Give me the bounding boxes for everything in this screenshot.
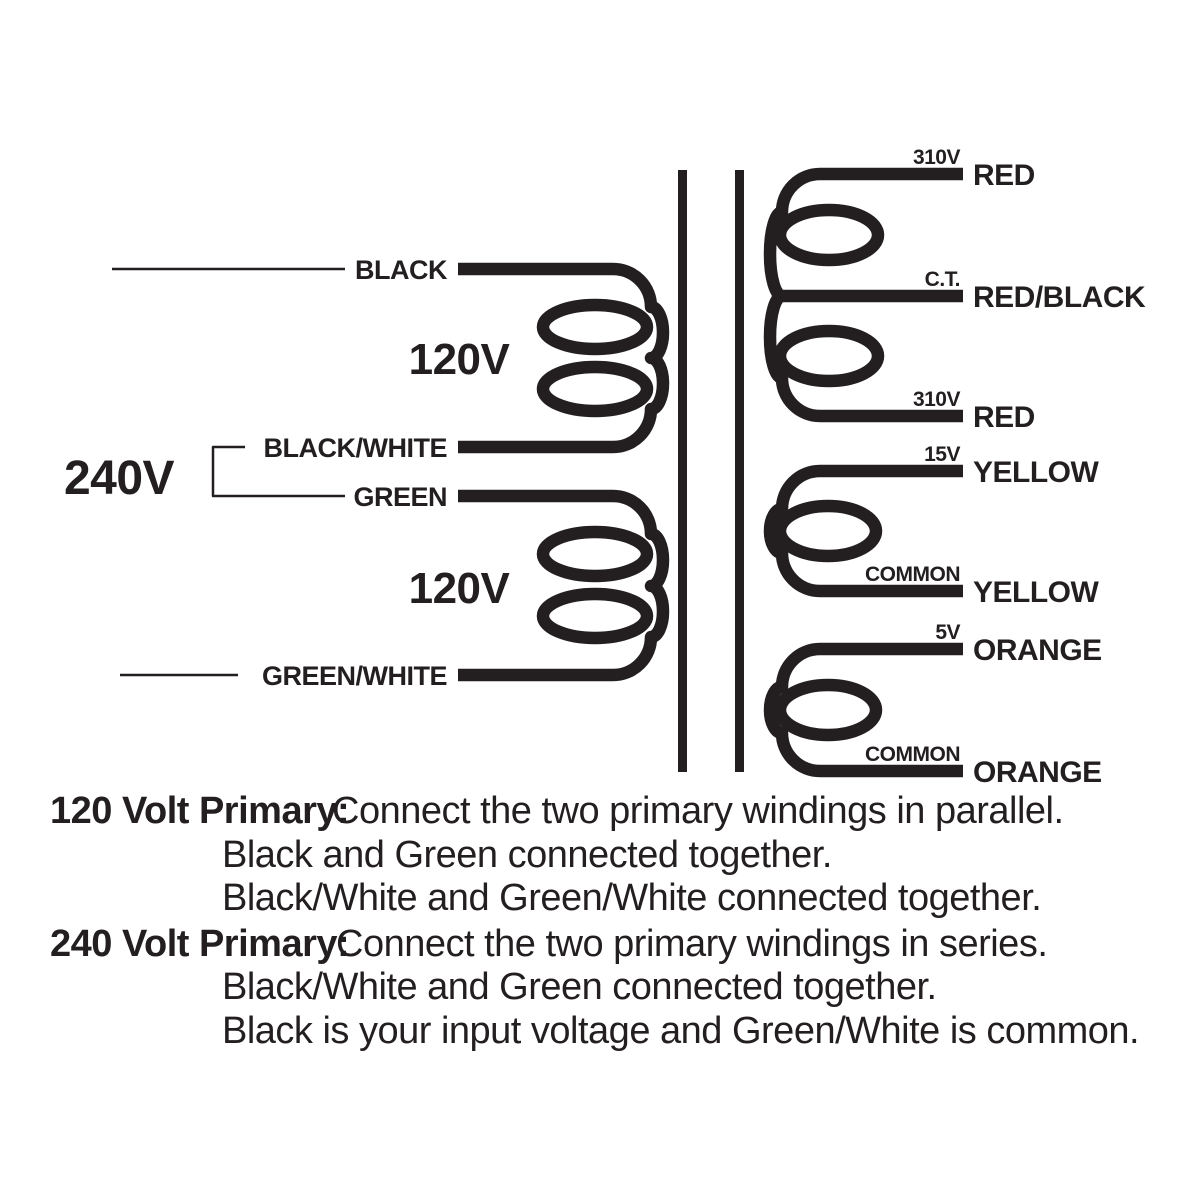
bracket-240v bbox=[211, 445, 345, 498]
note-240v-instruction: Connect the two primary windings in seri… bbox=[336, 923, 1047, 965]
note-120v-instruction: Connect the two primary windings in para… bbox=[332, 790, 1064, 832]
secondary-winding-1-loop-top bbox=[773, 203, 885, 267]
primary-winding-2-loop-bottom bbox=[536, 587, 654, 645]
note-120v-detail-1: Black and Green connected together. bbox=[222, 834, 832, 876]
note-240v-detail-2: Black is your input voltage and Green/Wh… bbox=[222, 1010, 1139, 1052]
primary-winding-2-coil bbox=[458, 489, 670, 682]
note-120v-detail-2: Black/White and Green/White connected to… bbox=[222, 877, 1041, 919]
primary-winding-1-coil bbox=[458, 262, 670, 454]
wire-red-black-label: RED/BLACK bbox=[973, 281, 1146, 314]
green-white-wire-label: GREEN/WHITE bbox=[262, 661, 447, 691]
primary-winding-2-loop-top bbox=[536, 525, 654, 583]
tap-310v-bottom-label: 310V bbox=[913, 388, 961, 411]
black-wire-label: BLACK bbox=[355, 255, 448, 285]
wire-red-bottom-label: RED bbox=[973, 401, 1035, 434]
note-120v-heading: 120 Volt Primary: bbox=[50, 790, 349, 832]
wire-orange-top-label: ORANGE bbox=[973, 634, 1102, 667]
tap-5v-label: 5V bbox=[935, 621, 960, 644]
primary-winding-1-voltage-label: 120V bbox=[409, 335, 511, 384]
black-white-wire-label: BLACK/WHITE bbox=[264, 433, 447, 463]
wire-red-top-label: RED bbox=[973, 159, 1035, 192]
secondary-winding-1-loop-bottom bbox=[773, 324, 885, 388]
wire-yellow-top-label: YELLOW bbox=[973, 456, 1100, 489]
tap-ct-label: C.T. bbox=[925, 268, 960, 291]
input-240v-label: 240V bbox=[64, 452, 175, 505]
wire-yellow-bottom-label: YELLOW bbox=[973, 576, 1100, 609]
note-240v-heading: 240 Volt Primary: bbox=[50, 923, 349, 965]
tap-310v-top-label: 310V bbox=[913, 146, 961, 169]
wire-orange-bottom-label: ORANGE bbox=[973, 756, 1102, 789]
secondary-winding-2-coil bbox=[763, 464, 963, 598]
primary-winding-1-loop-bottom bbox=[536, 360, 654, 418]
primary-winding-2-voltage-label: 120V bbox=[409, 564, 511, 613]
secondary-winding-2-loop bbox=[773, 499, 883, 563]
tap-15v-label: 15V bbox=[924, 443, 960, 466]
secondary-winding-3-loop bbox=[773, 678, 883, 742]
secondary-winding-3-coil bbox=[763, 642, 963, 778]
primary-winding-1-loop-top bbox=[536, 298, 654, 356]
note-240v-detail-1: Black/White and Green connected together… bbox=[222, 966, 937, 1008]
green-wire-label: GREEN bbox=[353, 482, 447, 512]
tap-common-orange-label: COMMON bbox=[865, 743, 960, 766]
tap-common-yellow-label: COMMON bbox=[865, 563, 960, 586]
